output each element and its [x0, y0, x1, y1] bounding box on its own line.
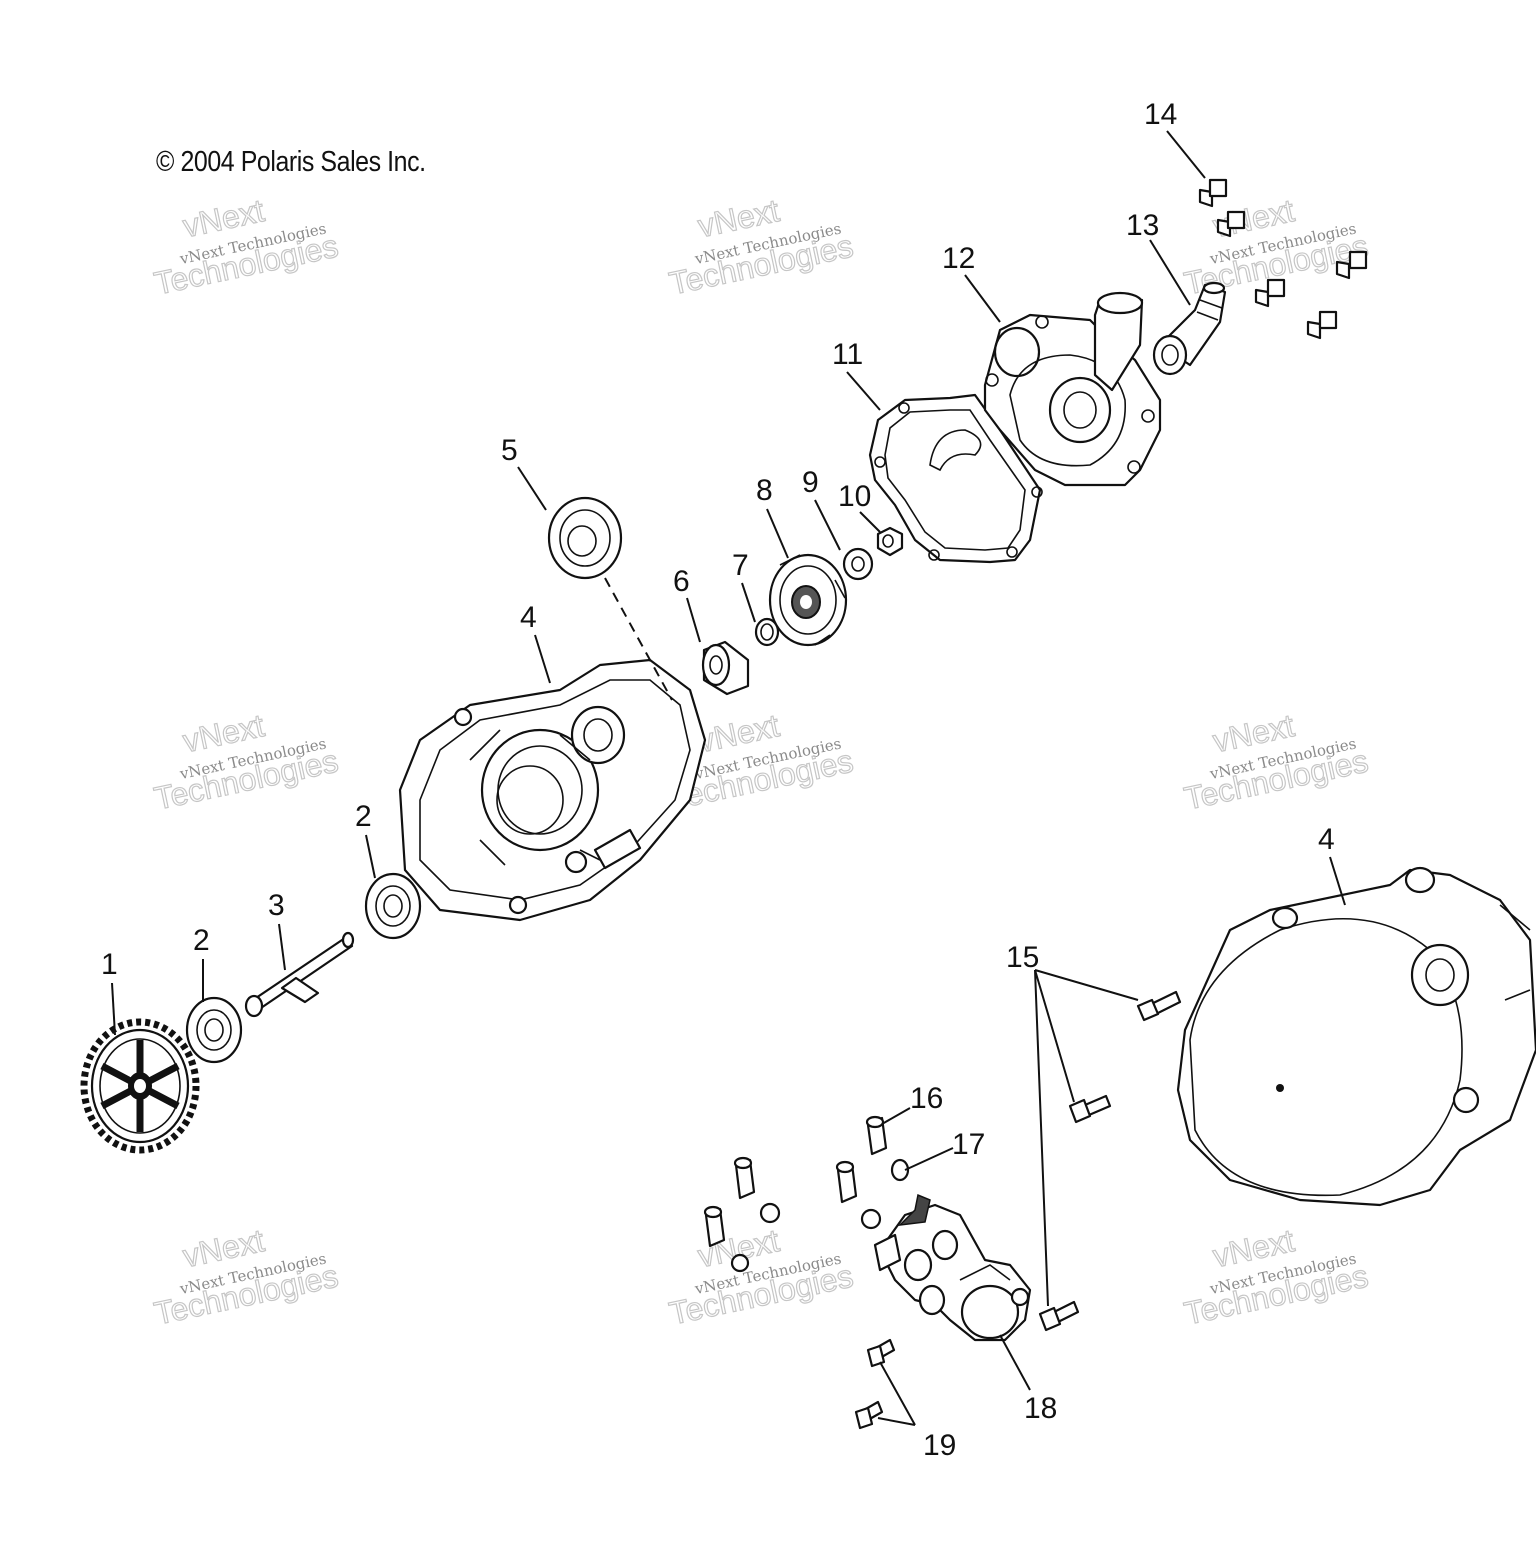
fitting-f — [730, 1253, 750, 1273]
washer — [842, 547, 874, 581]
bolt-15a — [1136, 990, 1182, 1022]
callout-16: 16 — [910, 1082, 943, 1115]
bolt-14a — [1198, 178, 1228, 208]
bearing-lower — [185, 996, 243, 1064]
leader-lines — [111, 130, 1346, 1426]
seal-dashed-line — [604, 577, 673, 701]
elbow-fitting — [1152, 281, 1227, 376]
callout-6: 6 — [673, 565, 690, 598]
bolt-14b — [1216, 210, 1246, 238]
watermark-8: vNext vNext Technologies Technologies — [665, 1222, 856, 1333]
impeller-nut — [876, 526, 904, 557]
bolt-19a — [866, 1338, 896, 1368]
fitting-a — [733, 1156, 756, 1200]
bolt-14c — [1335, 250, 1368, 280]
callout-14: 14 — [1144, 98, 1177, 131]
fitting-d — [759, 1202, 781, 1224]
pump-cover-outer — [1176, 866, 1536, 1207]
watermark-6: vNext vNext Technologies Technologies — [1180, 707, 1371, 818]
callout-2b: 2 — [355, 800, 372, 833]
pump-housing-inner — [398, 658, 707, 922]
copyright-text: © 2004 Polaris Sales Inc. — [156, 146, 426, 178]
bolt-15b — [1068, 1094, 1112, 1124]
watermark-9: vNext vNext Technologies Technologies — [1180, 1222, 1371, 1333]
fitting-b — [835, 1160, 858, 1204]
pulley-gear — [80, 1018, 200, 1154]
bolt-14d — [1254, 278, 1286, 308]
housing-bolts — [1038, 990, 1182, 1332]
callout-3: 3 — [268, 889, 285, 922]
thermostat-bolts — [854, 1338, 896, 1430]
retaining-ring — [754, 617, 780, 647]
callout-17: 17 — [952, 1128, 985, 1161]
fitting-c — [703, 1205, 726, 1248]
callout-11: 11 — [832, 338, 863, 371]
spacer — [701, 640, 750, 696]
pump-gasket — [868, 393, 1043, 564]
callout-5: 5 — [501, 434, 518, 467]
impeller — [768, 553, 848, 647]
callout-15: 15 — [1006, 941, 1039, 974]
callout-19: 19 — [923, 1429, 956, 1462]
bolt-14e — [1306, 310, 1338, 340]
bearing-upper — [364, 872, 422, 940]
callout-12: 12 — [942, 242, 975, 275]
fitting-16 — [865, 1115, 888, 1156]
bolt-19b — [854, 1400, 884, 1430]
pump-cover — [983, 291, 1162, 487]
watermark-4: vNext vNext Technologies Technologies — [150, 707, 341, 818]
callout-8: 8 — [756, 474, 773, 507]
fitting-e — [860, 1208, 882, 1230]
watermark-2: vNext vNext Technologies Technologies — [665, 192, 856, 303]
callout-labels: 1 2 3 2 4 5 6 7 8 9 10 11 12 13 14 4 15 … — [101, 98, 1335, 1462]
callout-4b: 4 — [1318, 823, 1335, 856]
callout-10: 10 — [838, 480, 871, 513]
callout-1: 1 — [101, 948, 118, 981]
watermark-1: vNext vNext Technologies Technologies — [150, 192, 341, 303]
pump-shaft — [244, 931, 355, 1018]
callout-2a: 2 — [193, 924, 210, 957]
small-fittings — [703, 1115, 910, 1273]
callout-4a: 4 — [520, 601, 537, 634]
shaft-seal — [547, 496, 623, 580]
bolt-15c — [1038, 1300, 1080, 1332]
thermostat-housing — [873, 1193, 1032, 1342]
callout-7: 7 — [732, 549, 749, 582]
callout-9: 9 — [802, 466, 819, 499]
callout-18: 18 — [1024, 1392, 1057, 1425]
cover-bolts — [1198, 178, 1368, 340]
watermark-7: vNext vNext Technologies Technologies — [150, 1222, 341, 1333]
callout-13: 13 — [1126, 209, 1159, 242]
fitting-17 — [890, 1158, 910, 1182]
